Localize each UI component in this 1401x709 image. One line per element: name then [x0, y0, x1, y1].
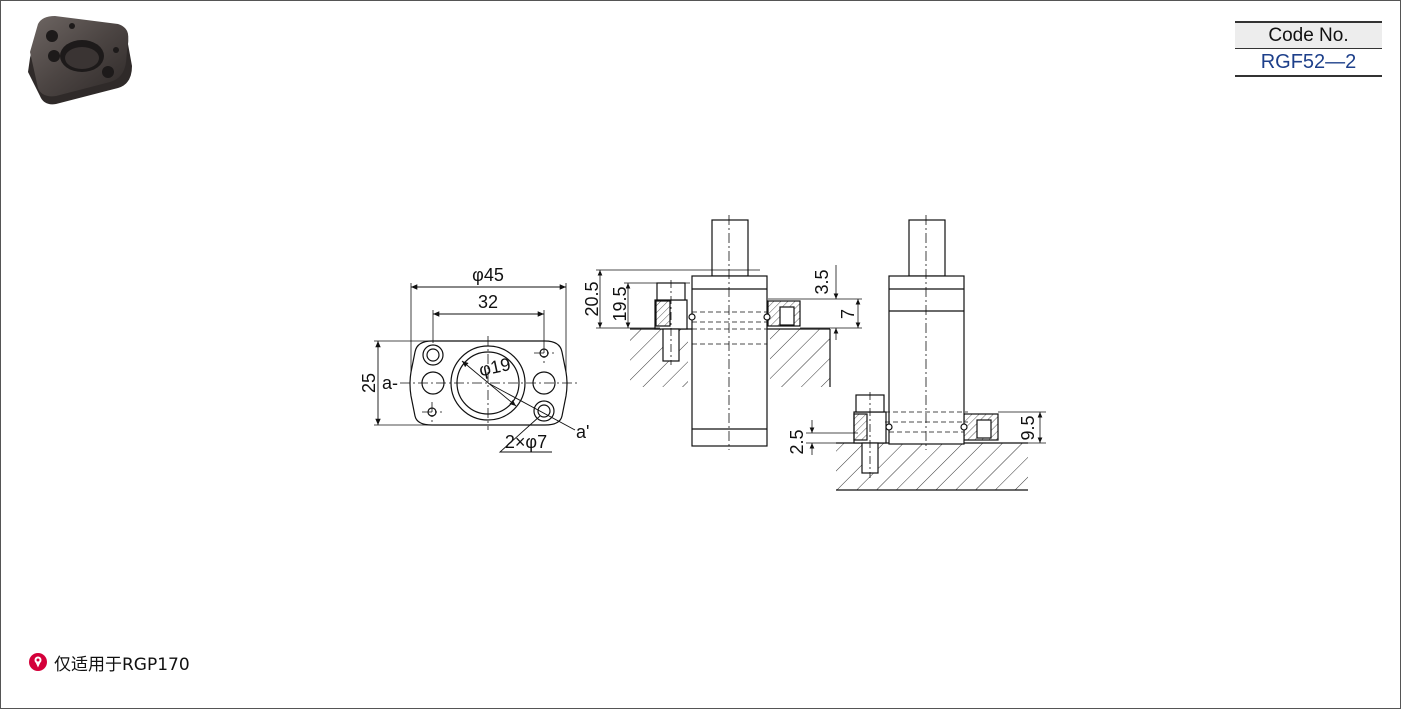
code-number-box: Code No. RGF52—2	[1235, 21, 1382, 77]
dim-25: 25	[359, 373, 379, 393]
code-number-label: Code No.	[1235, 21, 1382, 48]
product-photo	[28, 16, 132, 105]
section-a-prime-label: a'	[576, 422, 589, 442]
dim-2x-phi7: 2×φ7	[505, 432, 547, 452]
dim-2-5: 2.5	[787, 429, 807, 454]
dim-phi45: φ45	[472, 265, 504, 285]
dim-phi19: φ19	[477, 354, 512, 380]
dim-9-5: 9.5	[1018, 415, 1038, 440]
dim-19-5: 19.5	[610, 286, 630, 321]
code-number-value: RGF52—2	[1235, 48, 1382, 77]
dim-3-5: 3.5	[812, 269, 832, 294]
section-view-2	[806, 215, 1046, 491]
dim-20-5: 20.5	[582, 281, 602, 316]
dim-7: 7	[838, 309, 858, 319]
section-a-label: a-	[382, 373, 398, 393]
plan-view	[374, 283, 578, 453]
applicability-note-text: 仅适用于RGP170	[54, 654, 190, 675]
dim-32: 32	[478, 292, 498, 312]
section-view-1	[596, 215, 862, 450]
warning-pin-icon	[29, 653, 47, 671]
applicability-note: 仅适用于RGP170	[28, 651, 190, 675]
